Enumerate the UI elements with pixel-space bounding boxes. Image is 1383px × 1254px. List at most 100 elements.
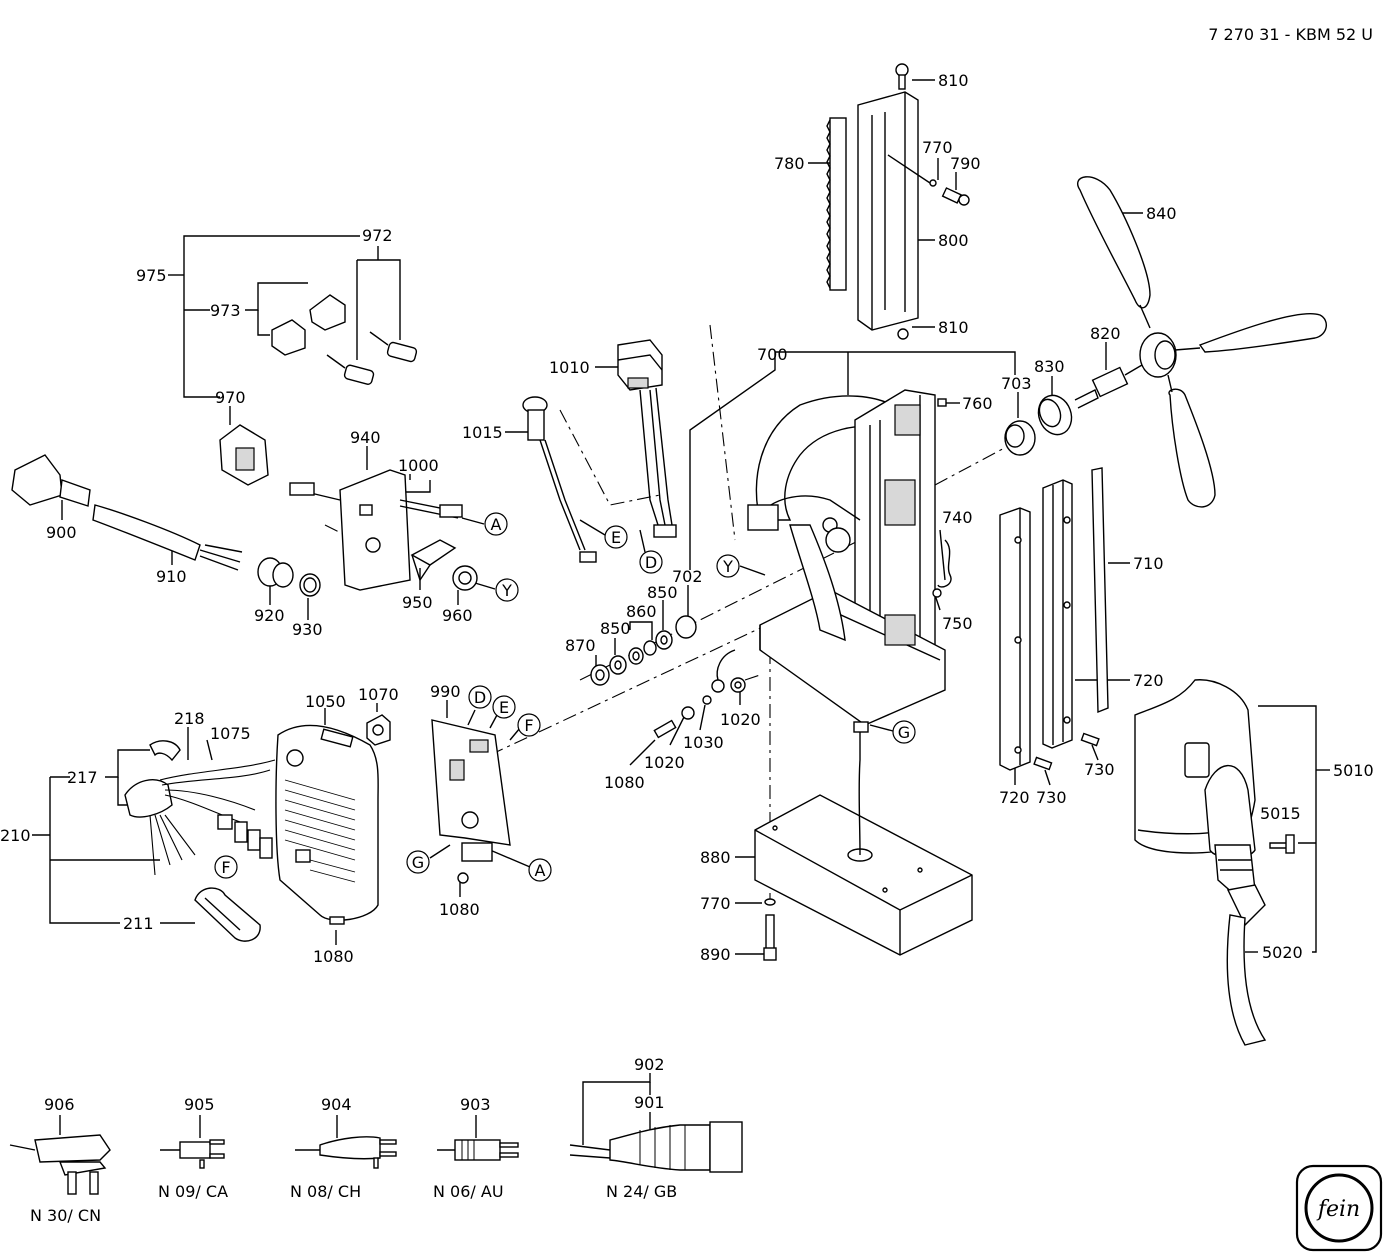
part-label: 905 (184, 1095, 215, 1114)
clip-740 (932, 539, 952, 598)
plug-variant-label: N 24/ GB (606, 1182, 677, 1201)
bracket-950 (410, 539, 478, 591)
plug-variant-labels: N 30/ CN N 09/ CA N 08/ CH N 06/ AU N 24… (30, 1182, 677, 1225)
part-label: 901 (634, 1093, 665, 1112)
part-drawings (9, 63, 1327, 1195)
bolt-890 (763, 898, 777, 961)
column-guide-800 (857, 63, 919, 340)
connector-callout: A (484, 512, 508, 536)
part-label: 760 (962, 394, 993, 413)
part-label: 1080 (439, 900, 480, 919)
part-label: 880 (700, 848, 731, 867)
terminal-973 (271, 294, 418, 385)
part-label: 710 (1133, 554, 1164, 573)
magnet-base-880 (754, 721, 973, 956)
screw-790 (887, 154, 970, 206)
rail-720-left (999, 507, 1053, 771)
part-label: 920 (254, 606, 285, 625)
part-label: 1015 (462, 423, 503, 442)
part-label: 860 (626, 602, 657, 621)
part-label: 900 (46, 523, 77, 542)
part-label: 910 (156, 567, 187, 586)
connector-callout: E (604, 525, 628, 549)
part-label: 950 (402, 593, 433, 612)
plate-940 (289, 469, 463, 591)
part-label: 1000 (398, 456, 439, 475)
svg-text:E: E (499, 698, 509, 717)
part-label: 906 (44, 1095, 75, 1114)
connector-callout: E (492, 695, 516, 719)
part-label: 1030 (683, 733, 724, 752)
plug-variant-label: N 30/ CN (30, 1206, 101, 1225)
part-label: 973 (210, 301, 241, 320)
svg-text:Y: Y (501, 581, 512, 600)
connector-callout: Y (716, 554, 740, 578)
part-label: 790 (950, 154, 981, 173)
part-label: 770 (922, 138, 953, 157)
svg-text:G: G (898, 723, 910, 742)
svg-text:Y: Y (722, 557, 733, 576)
connector-callout: Y (495, 578, 519, 602)
connector-callout: F (517, 713, 541, 737)
lamp-1015 (522, 396, 597, 563)
cap-703 (1004, 420, 1036, 456)
plug-variant-label: N 08/ CH (290, 1182, 361, 1201)
plug-904 (295, 1136, 397, 1169)
connector-callout: A (528, 858, 552, 882)
part-label: 1050 (305, 692, 346, 711)
part-number-labels: 810 770 790 780 800 810 840 820 972 975 … (0, 71, 1374, 1114)
pin-760 (937, 398, 947, 407)
part-label: 750 (942, 614, 973, 633)
ground-lug-1020 (653, 649, 746, 739)
part-label: 960 (442, 606, 473, 625)
stand-housing-700 (747, 389, 946, 726)
plug-906 (9, 1134, 111, 1195)
leader-lines (32, 79, 1330, 1145)
part-label: 217 (67, 768, 98, 787)
svg-text:A: A (535, 861, 546, 880)
svg-text:A: A (491, 515, 502, 534)
svg-text:F: F (221, 858, 230, 877)
drawing-title: 7 270 31 - KBM 52 U (1208, 25, 1373, 44)
part-label: 1010 (549, 358, 590, 377)
part-label: 820 (1090, 324, 1121, 343)
part-label: 740 (942, 508, 973, 527)
switch-1010 (617, 339, 677, 538)
part-label: 1080 (313, 947, 354, 966)
part-label: 902 (634, 1055, 665, 1074)
part-label: 830 (1034, 357, 1065, 376)
part-label: 840 (1146, 204, 1177, 223)
part-label: 730 (1036, 788, 1067, 807)
part-label: 702 (672, 567, 703, 586)
module-970 (219, 424, 269, 486)
part-label: 780 (774, 154, 805, 173)
part-label: 5020 (1262, 943, 1303, 962)
part-label: 810 (938, 318, 969, 337)
cap-830 (1037, 394, 1073, 436)
part-label: 210 (0, 826, 31, 845)
gear-rack-780 (826, 117, 847, 291)
strip-710 (1091, 467, 1109, 714)
cable-910 (11, 454, 243, 571)
part-label: 990 (430, 682, 461, 701)
cable-gland-920 (257, 557, 321, 597)
part-label: 5010 (1333, 761, 1374, 780)
part-label: 1070 (358, 685, 399, 704)
svg-text:E: E (611, 528, 621, 547)
shaft-820 (1074, 364, 1143, 409)
plug-905 (160, 1139, 225, 1169)
svg-text:F: F (524, 716, 533, 735)
part-label: 810 (938, 71, 969, 90)
part-label: 1080 (604, 773, 645, 792)
part-label: 903 (460, 1095, 491, 1114)
part-label: 890 (700, 945, 731, 964)
washer-stack (590, 615, 697, 686)
rail-720-right (1042, 479, 1100, 749)
handle-840 (1077, 176, 1151, 329)
connector-callout: F (214, 855, 238, 879)
part-label: 720 (1133, 671, 1164, 690)
part-label: 211 (123, 914, 154, 933)
part-label: 1075 (210, 724, 251, 743)
part-label: 870 (565, 636, 596, 655)
